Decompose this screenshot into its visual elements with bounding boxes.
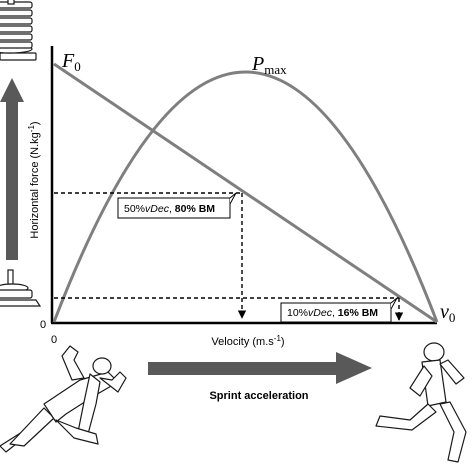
annotation-load: 80% BM (175, 203, 216, 215)
annotation-var: vDec (308, 307, 333, 319)
start-sprinter-figure (0, 345, 127, 453)
annotation-load: 16% BM (338, 307, 379, 319)
x-origin-label: 0 (51, 334, 57, 346)
pmax-label: Pmax (251, 53, 287, 77)
annotation-pct: 10% (287, 307, 308, 319)
sprint-acceleration-label: Sprint acceleration (209, 390, 308, 402)
annotation-16-bm: 10%vDec, 16% BM (280, 297, 398, 323)
load-increase-arrow (0, 78, 24, 260)
plot-axes (50, 46, 437, 325)
v0-label: v0 (440, 301, 455, 325)
y-axis-label: Horizontal force (N.kg-1) (27, 121, 41, 238)
annotation-pct: 50% (124, 203, 145, 215)
y-origin-label: 0 (40, 319, 46, 331)
light-sled-icon (0, 269, 42, 307)
svg-text:50%vDec, 80% BM: 50%vDec, 80% BM (124, 203, 215, 215)
heavy-sled-icon (0, 0, 37, 61)
marker-lines (54, 192, 404, 321)
upright-runner-figure (375, 342, 467, 463)
force-velocity-line (53, 62, 438, 324)
annotation-var: vDec (145, 203, 170, 215)
svg-text:10%vDec, 16% BM: 10%vDec, 16% BM (287, 307, 378, 319)
sprint-acceleration-arrow (148, 352, 372, 384)
x-axis-label: Velocity (m.s-1) (211, 334, 284, 348)
power-velocity-curve (52, 70, 439, 323)
f0-label: F0 (61, 50, 81, 74)
annotation-80-bm: 50%vDec, 80% BM (117, 192, 237, 219)
